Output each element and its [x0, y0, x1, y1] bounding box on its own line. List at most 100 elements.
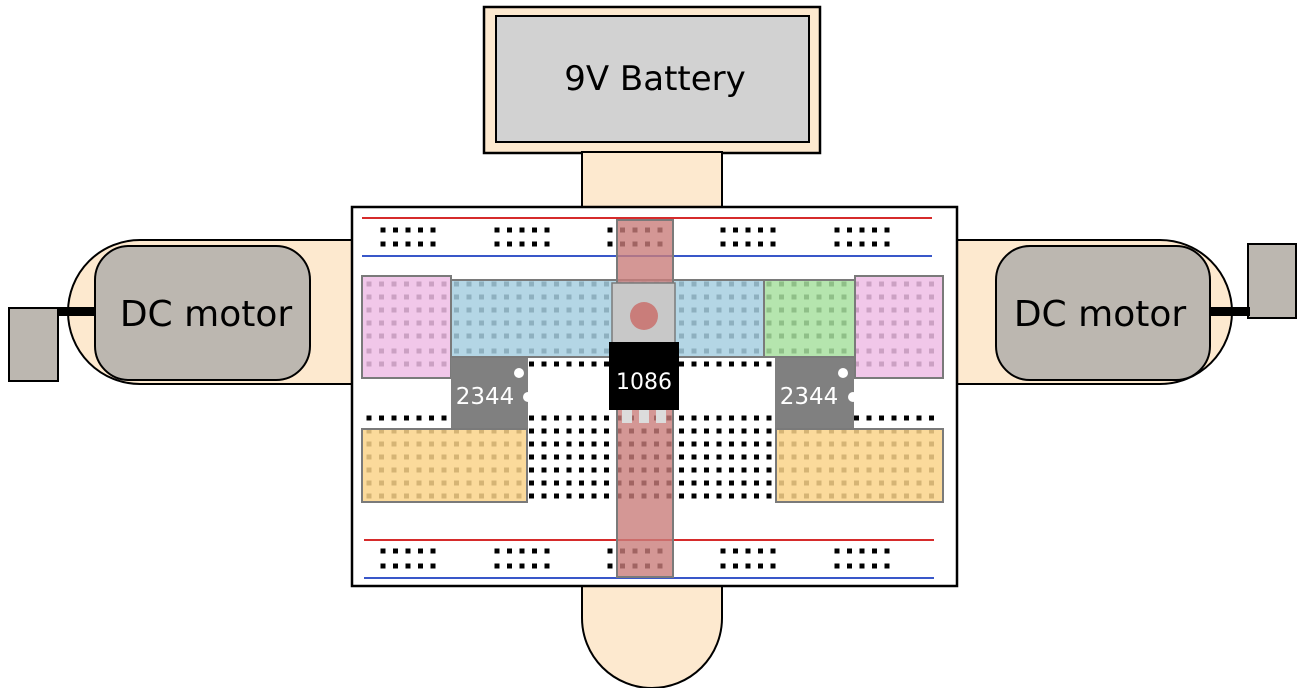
breadboard-hole	[770, 227, 776, 233]
breadboard-hole	[544, 227, 550, 233]
breadboard-hole	[929, 415, 934, 421]
breadboard-hole	[720, 227, 726, 233]
breadboard-hole	[579, 415, 584, 421]
driver-right-notch	[848, 392, 858, 402]
breadboard-hole	[607, 548, 613, 554]
breadboard-hole	[604, 480, 609, 486]
breadboard-hole	[904, 415, 909, 421]
breadboard-hole	[529, 480, 534, 486]
breadboard-hole	[418, 563, 423, 569]
breadboard-hole	[591, 467, 597, 473]
breadboard-hole	[758, 563, 763, 569]
breadboard-hole	[745, 563, 751, 569]
breadboard-hole	[529, 441, 534, 447]
battery: 9V Battery	[495, 15, 810, 143]
breadboard-hole	[879, 415, 884, 421]
breadboard-hole	[529, 467, 534, 473]
breadboard-hole	[729, 493, 734, 499]
breadboard-hole	[379, 415, 384, 421]
breadboard-hole	[366, 415, 372, 421]
breadboard-hole	[566, 480, 572, 486]
breadboard-hole	[529, 493, 534, 499]
breadboard-hole	[507, 563, 512, 569]
breadboard-hole	[872, 563, 877, 569]
breadboard-hole	[770, 563, 776, 569]
breadboard-hole	[579, 361, 584, 367]
motor-right: DC motor	[995, 243, 1297, 381]
breadboard-hole	[691, 428, 697, 434]
breadboard-hole	[579, 454, 584, 460]
breadboard-hole	[494, 241, 500, 247]
breadboard-hole	[604, 454, 609, 460]
regulator-body	[609, 342, 679, 410]
motor-right-body	[995, 245, 1211, 381]
breadboard-hole	[566, 428, 572, 434]
breadboard-hole	[532, 241, 537, 247]
breadboard-hole	[704, 493, 709, 499]
breadboard-hole	[591, 361, 597, 367]
breadboard-hole	[380, 227, 386, 233]
motor-left: DC motor	[8, 245, 311, 382]
breadboard-hole	[733, 241, 738, 247]
breadboard-hole	[405, 548, 411, 554]
breadboard-hole	[741, 441, 747, 447]
breadboard-hole	[766, 480, 772, 486]
motor-right-shaft-block	[1247, 243, 1297, 319]
breadboard-hole	[604, 493, 609, 499]
driver-right-label: 2344	[780, 384, 839, 410]
breadboard-hole	[529, 415, 534, 421]
breadboard-hole	[604, 361, 609, 367]
zone-pink-right	[854, 275, 944, 379]
breadboard-hole	[679, 441, 684, 447]
breadboard-hole	[847, 227, 852, 233]
breadboard-hole	[741, 428, 747, 434]
breadboard-hole	[679, 454, 684, 460]
breadboard-hole	[591, 480, 597, 486]
breadboard-hole	[733, 563, 738, 569]
breadboard-hole	[532, 548, 537, 554]
breadboard-hole	[604, 415, 609, 421]
breadboard-hole	[754, 493, 759, 499]
breadboard-hole	[418, 241, 423, 247]
breadboard-hole	[566, 467, 572, 473]
breadboard-hole	[741, 361, 747, 367]
motor-right-label: DC motor	[1014, 294, 1187, 335]
breadboard-hole	[872, 548, 877, 554]
tail-bottom	[581, 585, 723, 688]
breadboard-hole	[716, 467, 722, 473]
breadboard-hole	[704, 361, 709, 367]
breadboard-hole	[566, 415, 572, 421]
breadboard-hole	[691, 480, 697, 486]
driver-left-body	[451, 358, 528, 428]
breadboard-hole	[430, 548, 436, 554]
breadboard-hole	[704, 441, 709, 447]
breadboard-hole	[754, 428, 759, 434]
breadboard-hole	[391, 415, 397, 421]
breadboard-hole	[679, 480, 684, 486]
breadboard-hole	[720, 548, 726, 554]
breadboard-hole	[579, 480, 584, 486]
breadboard-hole	[519, 548, 525, 554]
breadboard-hole	[834, 241, 840, 247]
breadboard-hole	[591, 428, 597, 434]
breadboard-hole	[704, 428, 709, 434]
breadboard-hole	[532, 227, 537, 233]
breadboard-hole	[541, 493, 547, 499]
breadboard-hole	[430, 563, 436, 569]
motor-left-shaft	[58, 307, 98, 316]
breadboard-hole	[494, 548, 500, 554]
breadboard-hole	[691, 454, 697, 460]
driver-left: 2344	[451, 358, 533, 428]
breadboard-hole	[541, 454, 547, 460]
breadboard-hole	[679, 428, 684, 434]
breadboard-hole	[529, 361, 534, 367]
breadboard-hole	[758, 227, 763, 233]
breadboard-hole	[416, 415, 422, 421]
breadboard-hole	[847, 241, 852, 247]
regulator-label: 1086	[616, 370, 672, 395]
breadboard-hole	[544, 548, 550, 554]
breadboard-hole	[429, 415, 434, 421]
driver-left-pin1-dot	[514, 368, 524, 378]
breadboard-hole	[691, 415, 697, 421]
